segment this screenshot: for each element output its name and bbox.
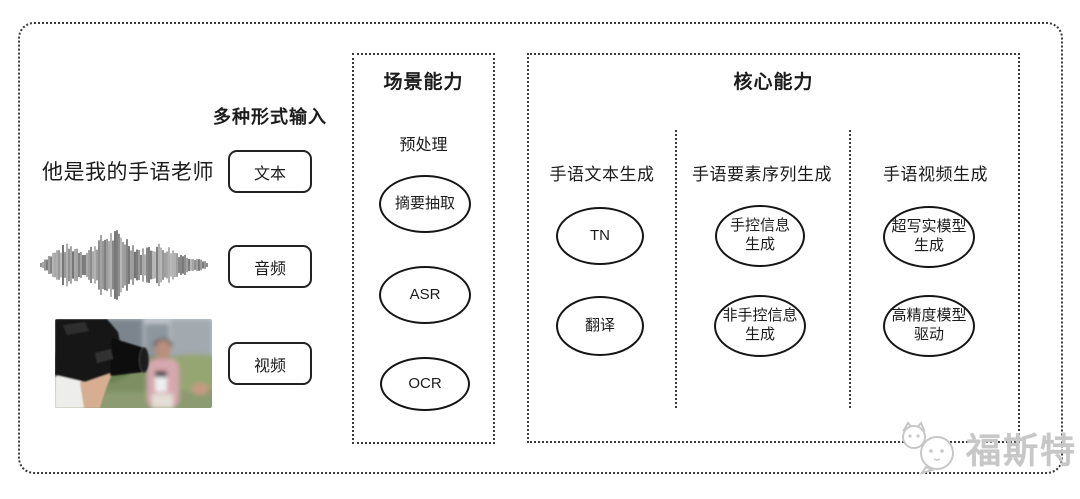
input-type-box-audio: 音频 (228, 245, 312, 288)
reporter-video-thumbnail (55, 319, 212, 408)
scene-capability-box: 场景能力 预处理 摘要抽取 ASR OCR (352, 53, 495, 444)
input-type-label-text: 文本 (253, 165, 286, 183)
node-label: 超写实模型 生成 (891, 218, 967, 254)
mascot-logo-icon (902, 421, 954, 475)
watermark: 福斯特 (896, 420, 1077, 476)
node-label: OCR (408, 374, 442, 392)
node-summary-extraction: 摘要抽取 (379, 175, 471, 233)
node-label: ASR (409, 285, 441, 303)
node-label: 非手控信息 生成 (722, 307, 798, 343)
node-translation: 翻译 (556, 296, 644, 356)
node-label: 手控信息 生成 (729, 217, 790, 253)
column-header-sign-text-generation: 手语文本生成 (549, 165, 655, 184)
column-divider (675, 130, 677, 408)
scene-capability-title: 场景能力 (383, 72, 464, 93)
core-capability-box: 核心能力 手语文本生成 手语要素序列生成 手语视频生成 TN 翻译 手控信息 生… (527, 53, 1020, 443)
column-divider (849, 130, 851, 408)
column-header-sign-video-generation: 手语视频生成 (883, 165, 988, 184)
outer-dotted-frame (18, 22, 1063, 474)
node-label: 翻译 (584, 316, 615, 334)
node-hyperrealistic-model-generation: 超写实模型 生成 (883, 206, 975, 268)
preprocessing-label: 预处理 (399, 137, 448, 154)
core-capability-title: 核心能力 (733, 72, 814, 93)
input-type-label-audio: 音频 (253, 260, 286, 278)
input-type-label-video: 视频 (253, 357, 286, 375)
node-high-precision-model-driving: 高精度模型 驱动 (883, 295, 975, 357)
column-header-sign-element-sequence-generation: 手语要素序列生成 (692, 165, 832, 184)
node-asr: ASR (379, 266, 471, 324)
input-type-box-video: 视频 (228, 342, 312, 385)
watermark-text: 福斯特 (966, 431, 1078, 471)
input-section-title: 多种形式输入 (213, 107, 327, 127)
node-ocr: OCR (380, 357, 470, 411)
input-type-box-text: 文本 (228, 150, 312, 193)
audio-waveform-icon (40, 230, 208, 300)
sample-sentence-text: 他是我的手语老师 (42, 161, 214, 184)
node-label: 摘要抽取 (394, 194, 455, 212)
node-label: TN (590, 226, 610, 244)
node-tn: TN (556, 207, 644, 265)
node-non-manual-info-generation: 非手控信息 生成 (714, 295, 806, 357)
node-label: 高精度模型 驱动 (891, 307, 967, 343)
node-manual-info-generation: 手控信息 生成 (715, 205, 805, 267)
